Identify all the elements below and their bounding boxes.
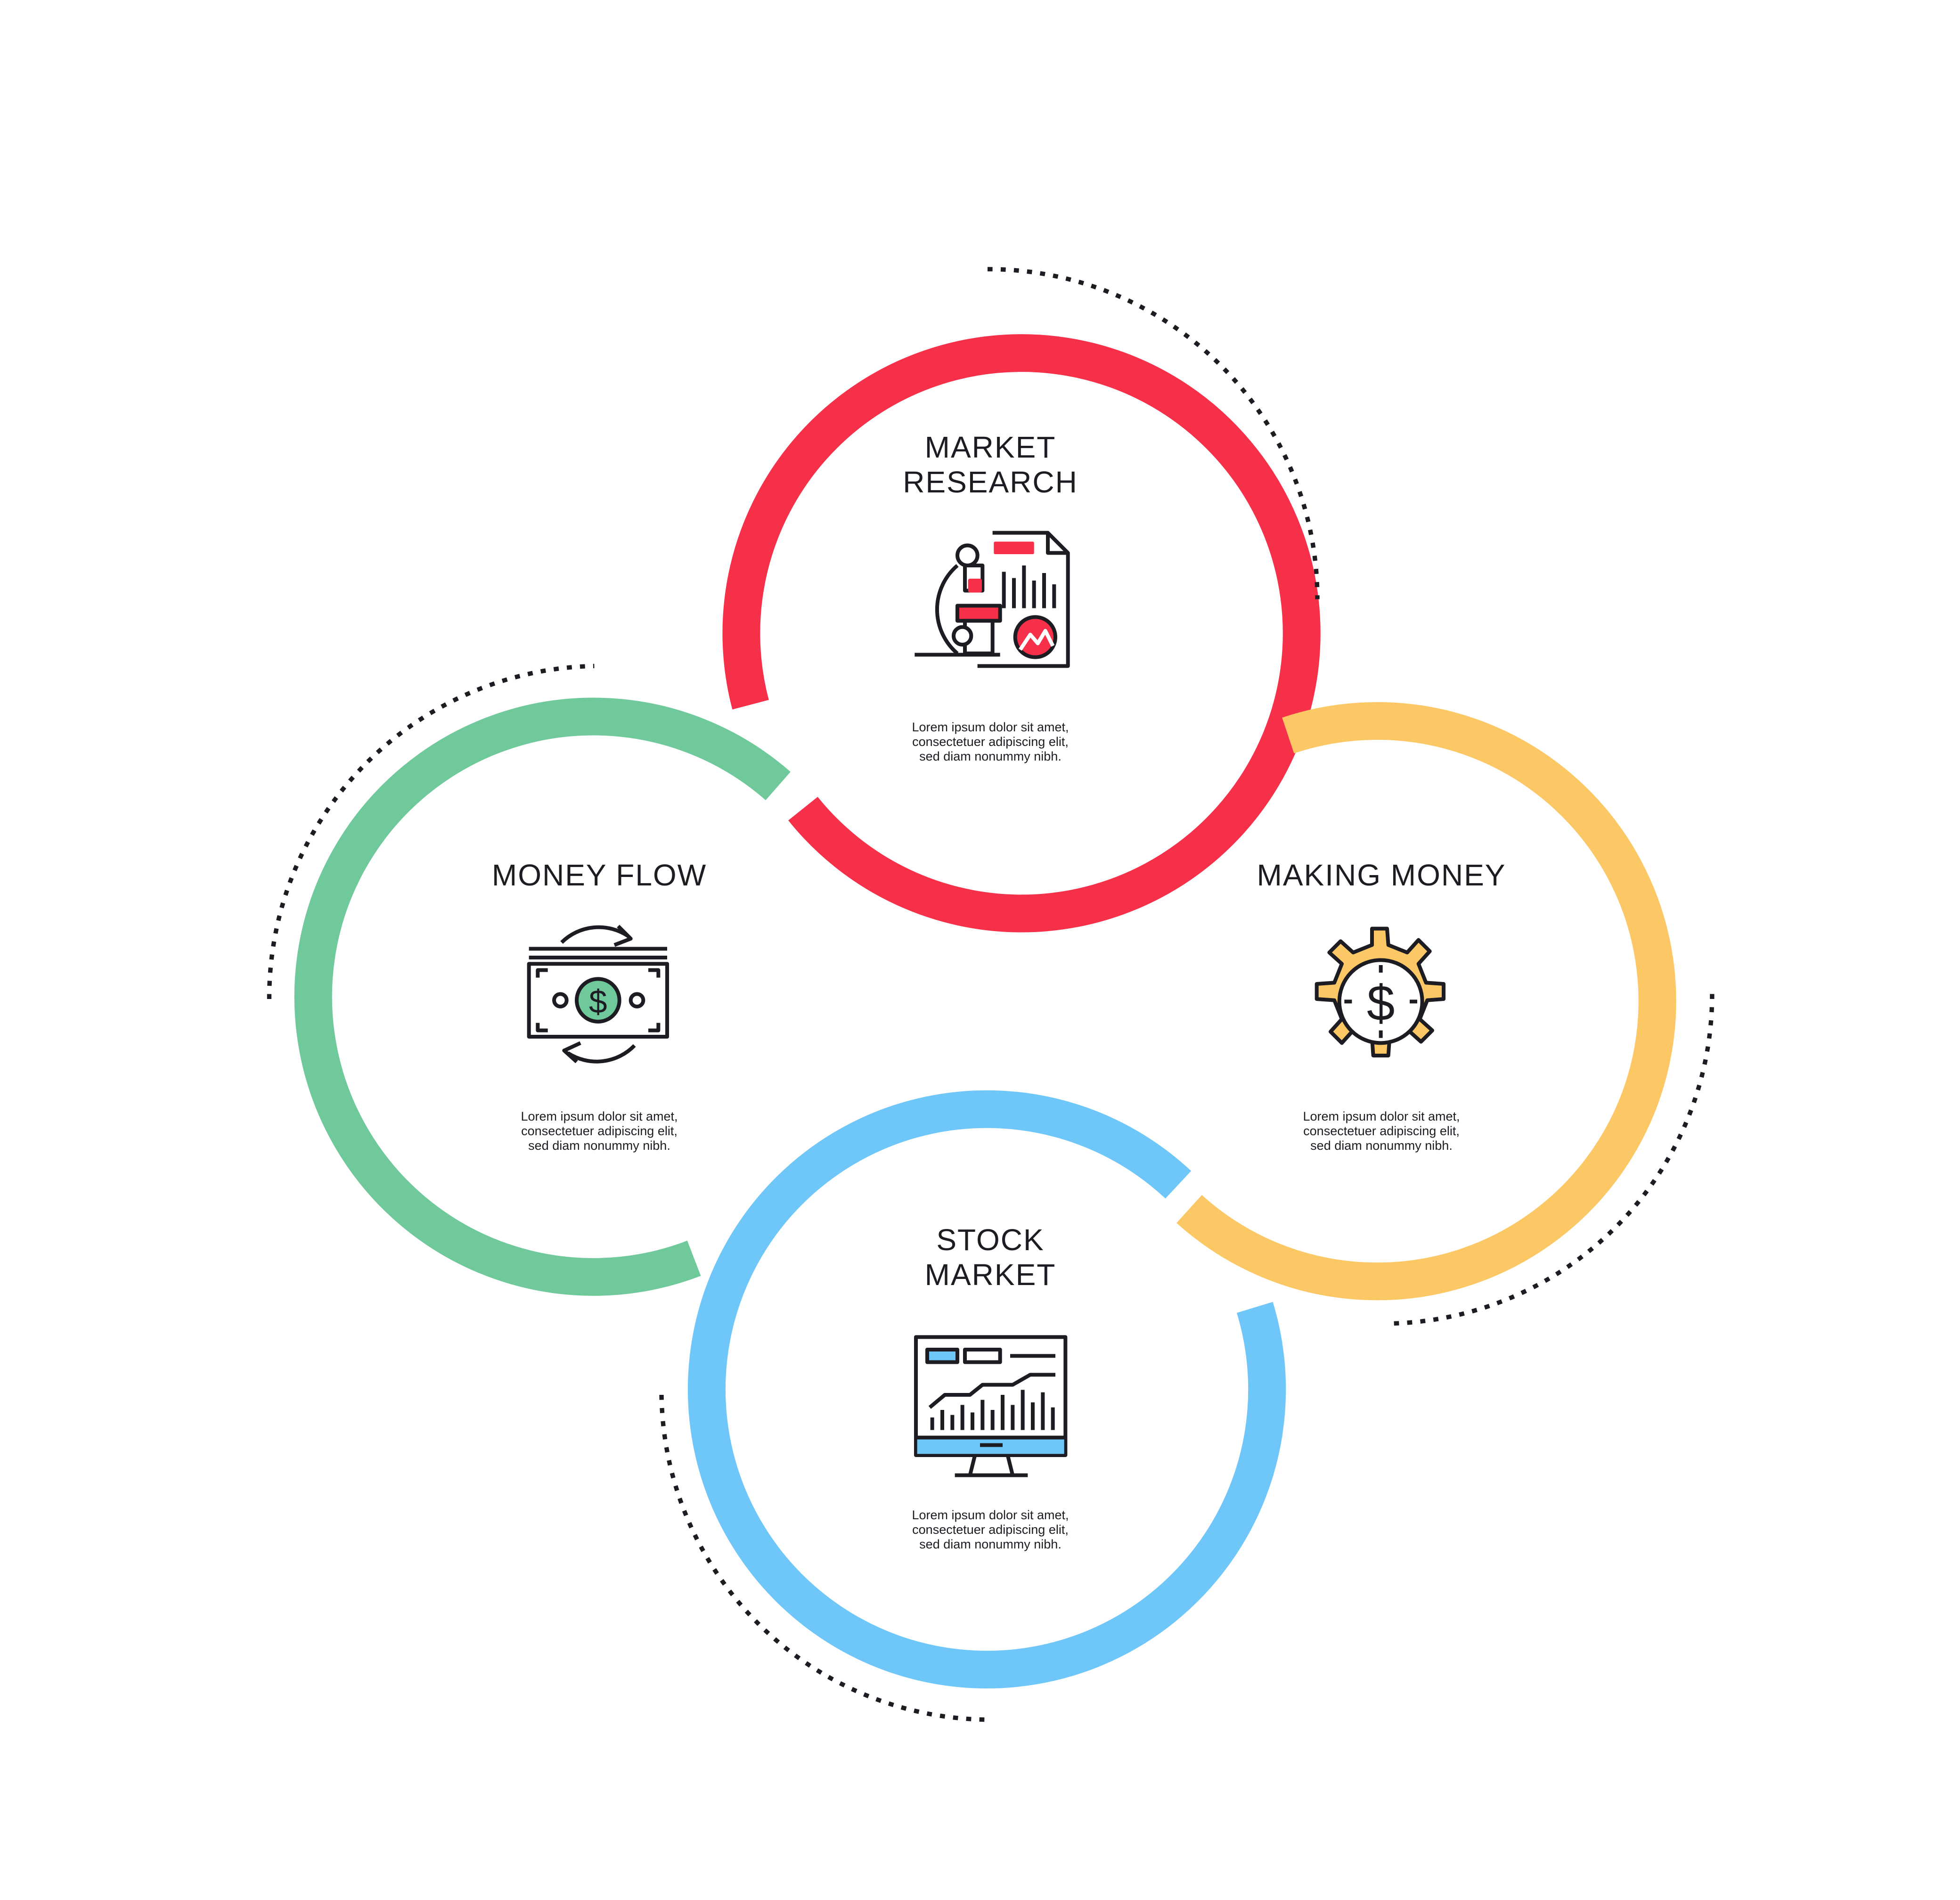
- dotted-arc-money-flow: [267, 663, 595, 999]
- body-line: consectetuer adipiscing elit,: [1303, 1124, 1460, 1138]
- svg-text:$: $: [1367, 975, 1395, 1031]
- cash-flow-icon: $: [527, 925, 669, 1064]
- body-line: Lorem ipsum dolor sit amet,: [912, 1508, 1069, 1522]
- body-line: sed diam nonummy nibh.: [919, 1537, 1062, 1551]
- body-line: Lorem ipsum dolor sit amet,: [521, 1109, 678, 1123]
- ring-making-money: [1176, 702, 1676, 1301]
- title-line: MARKET: [924, 430, 1056, 464]
- microscope-report-icon: [915, 531, 1070, 668]
- body-line: consectetuer adipiscing elit,: [521, 1124, 678, 1138]
- svg-text:$: $: [589, 983, 607, 1020]
- body-line: sed diam nonummy nibh.: [528, 1138, 670, 1153]
- body-line: Lorem ipsum dolor sit amet,: [912, 720, 1069, 734]
- node-title-stock-market: STOCK MARKET: [896, 1222, 1085, 1292]
- node-body-money-flow: Lorem ipsum dolor sit amet, consectetuer…: [458, 1109, 741, 1153]
- title-line: MONEY FLOW: [491, 858, 707, 892]
- stock-monitor-icon: [914, 1335, 1068, 1477]
- title-line: STOCK: [936, 1223, 1045, 1257]
- node-body-market-research: Lorem ipsum dolor sit amet, consectetuer…: [849, 720, 1132, 764]
- node-title-market-research: MARKET RESEARCH: [896, 430, 1085, 500]
- node-title-making-money: MAKING MONEY: [1240, 858, 1523, 893]
- ring-stock-market: [687, 1090, 1286, 1689]
- dollar-gear-icon: $: [1315, 926, 1446, 1057]
- node-body-stock-market: Lorem ipsum dolor sit amet, consectetuer…: [849, 1508, 1132, 1552]
- body-line: Lorem ipsum dolor sit amet,: [1303, 1109, 1460, 1123]
- node-title-money-flow: MONEY FLOW: [458, 858, 741, 893]
- title-line: RESEARCH: [903, 465, 1078, 499]
- body-line: consectetuer adipiscing elit,: [912, 735, 1069, 749]
- body-line: consectetuer adipiscing elit,: [912, 1523, 1069, 1537]
- node-body-making-money: Lorem ipsum dolor sit amet, consectetuer…: [1240, 1109, 1523, 1153]
- title-line: MARKET: [924, 1258, 1056, 1292]
- ring-market-research: [722, 334, 1321, 933]
- dotted-arc-market-research: [987, 267, 1320, 599]
- ring-money-flow: [294, 697, 791, 1296]
- body-line: sed diam nonummy nibh.: [919, 749, 1062, 763]
- title-line: MAKING MONEY: [1257, 858, 1506, 892]
- body-line: sed diam nonummy nibh.: [1310, 1138, 1453, 1153]
